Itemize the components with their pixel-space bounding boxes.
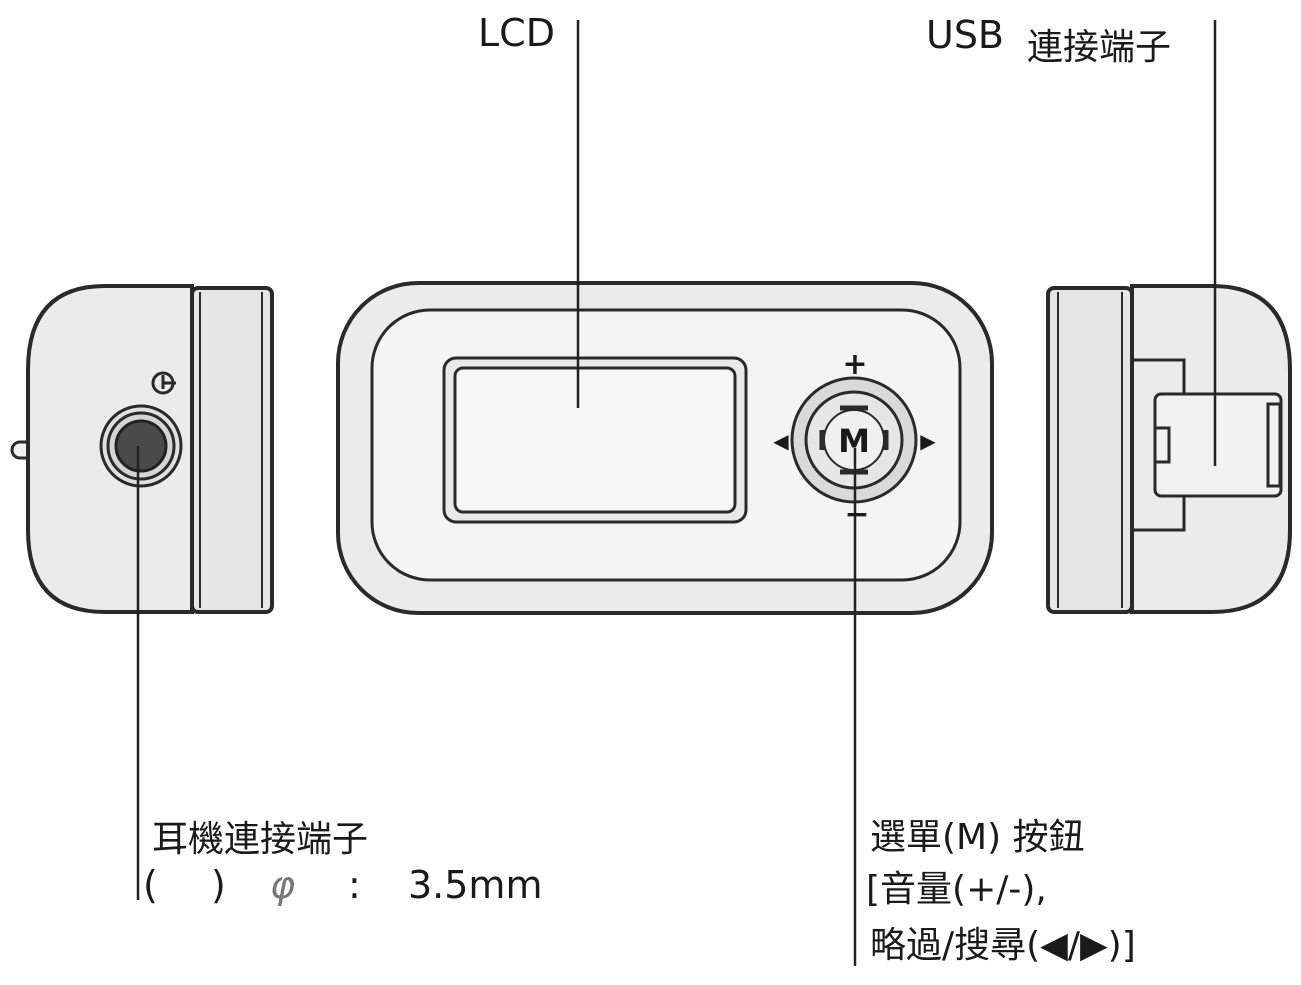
menu-volume-label: [音量(+/-),: [866, 869, 1047, 910]
lcd-label: LCD: [478, 11, 555, 55]
volume-down-mark: −: [844, 497, 869, 532]
volume-up-mark: +: [842, 347, 867, 382]
right-end-cap: [1046, 286, 1134, 614]
usb-connector: [1153, 392, 1283, 498]
front-view: [336, 281, 994, 615]
earphone-jack-size: 3.5mm: [408, 863, 543, 907]
earphone-paren-open: (: [143, 863, 158, 907]
earphone-jack: [114, 419, 168, 473]
leader-lines: [136, 20, 1217, 966]
earphone-colon: :: [348, 863, 361, 907]
earphone-jack-label: 耳機連接端子: [152, 819, 369, 860]
lcd-screen: [453, 366, 737, 514]
usb-label: USB: [926, 13, 1005, 57]
skip-forward-mark: ▶: [920, 429, 936, 453]
diameter-symbol: φ: [270, 863, 296, 907]
menu-button-label: 選單(M) 按鈕: [870, 817, 1085, 858]
usb-connector-label: 連接端子: [1027, 27, 1172, 68]
left-side-view: [10, 284, 274, 614]
button-marks: + − ◀ ▶ M: [773, 347, 936, 532]
menu-button-mark: M: [838, 422, 870, 460]
skip-back-mark: ◀: [773, 429, 789, 453]
menu-skip-search-label: 略過/搜尋(◀/▶)]: [870, 925, 1136, 966]
right-side-view: [1046, 284, 1292, 614]
earphone-paren-close: ): [211, 863, 226, 907]
headphone-icon: [151, 371, 176, 395]
left-end-cap: [190, 286, 274, 614]
